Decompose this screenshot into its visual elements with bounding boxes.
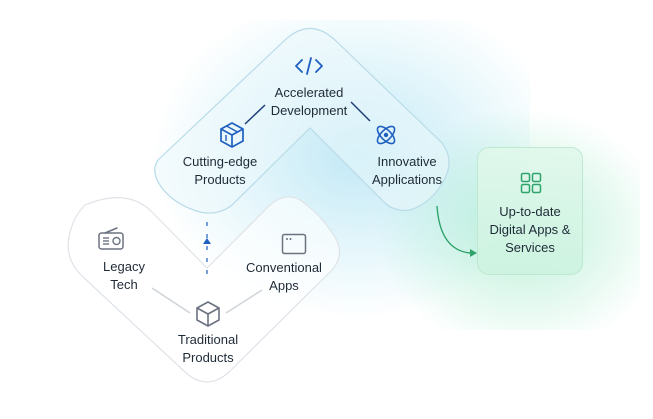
code-icon xyxy=(295,57,323,75)
output-arrow-head xyxy=(470,249,477,257)
digital-apps-label: Up-to-date Digital Apps & Services xyxy=(489,204,571,255)
connector-conventional-to-traditional xyxy=(225,289,263,314)
window-icon xyxy=(281,233,307,255)
digital-apps-card xyxy=(477,147,583,275)
accelerated-development-label: Accelerated Development xyxy=(270,85,348,118)
output-arrow-curve xyxy=(436,205,471,254)
legacy-tech-label: Legacy Tech xyxy=(103,259,145,292)
connector-cutting-edge-to-accelerated xyxy=(244,104,266,125)
grid-icon xyxy=(520,172,542,194)
radio-icon xyxy=(98,227,124,250)
box-icon xyxy=(196,301,220,327)
atom-icon xyxy=(376,125,396,145)
connector-legacy-to-traditional xyxy=(151,287,191,314)
accelerated-chevron-outline xyxy=(154,27,450,214)
cube-box-icon xyxy=(220,122,244,148)
connector-accelerated-to-innovative xyxy=(350,101,371,122)
conventional-apps-label: Conventional Apps xyxy=(246,260,322,293)
cutting-edge-products-label: Cutting-edge Products xyxy=(182,154,258,187)
traditional-products-label: Traditional Products xyxy=(177,332,239,365)
traditional-chevron-outline xyxy=(67,196,341,383)
innovative-applications-label: Innovative Applications xyxy=(371,154,443,187)
upgrade-arrow-head xyxy=(203,238,211,244)
